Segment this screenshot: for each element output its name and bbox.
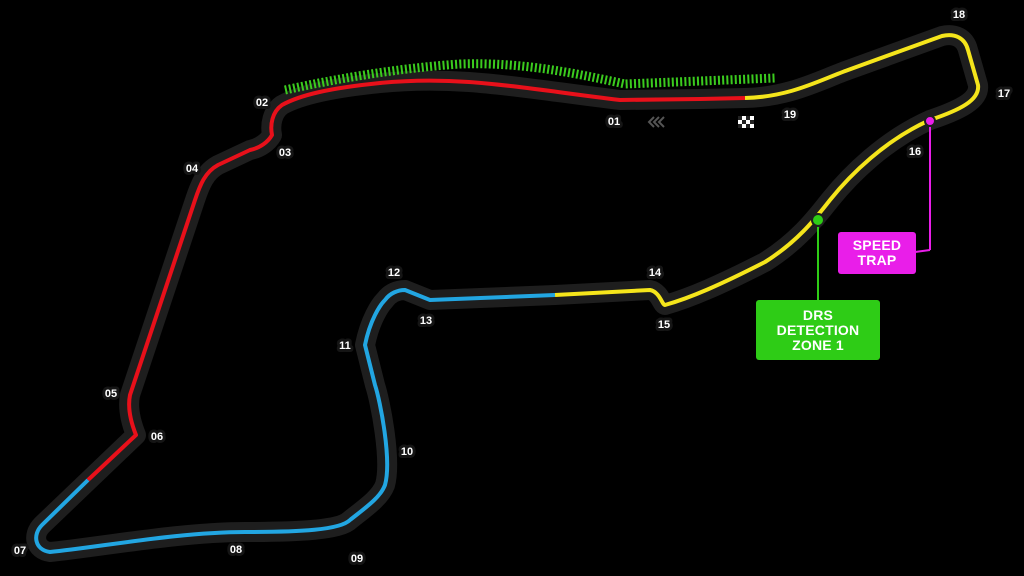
turn-10-label: 10: [401, 446, 413, 458]
turn-12-label: 12: [388, 267, 400, 279]
turn-07-label: 07: [14, 545, 26, 557]
turn-17-label: 17: [998, 88, 1010, 100]
drs-zone: [284, 59, 776, 95]
drs-detection-callout: DRS DETECTION ZONE 1: [756, 300, 880, 360]
turn-14-label: 14: [649, 267, 662, 279]
turn-13-label: 13: [420, 315, 432, 327]
sector-2-path: [34, 288, 556, 554]
turn-01-label: 01: [608, 116, 620, 128]
turn-16-label: 16: [909, 146, 921, 158]
turn-08-label: 08: [230, 544, 242, 556]
drs-detection-marker: [811, 213, 825, 300]
sector-3-path: [554, 33, 981, 307]
sector-1-path: [86, 78, 746, 482]
turn-04-label: 04: [186, 163, 199, 175]
speed-trap-marker: [914, 115, 936, 253]
checkered-flag-icon: [738, 116, 754, 128]
turn-05-label: 05: [105, 388, 117, 400]
turn-06-label: 06: [151, 431, 163, 443]
turn-02-label: 02: [256, 97, 268, 109]
track-casing: [26, 25, 989, 562]
turn-19-label: 19: [784, 109, 796, 121]
turn-18-label: 18: [953, 9, 965, 21]
turn-11-label: 11: [339, 340, 351, 352]
turn-09-label: 09: [351, 553, 363, 565]
direction-chevrons-icon: [647, 116, 665, 128]
speed-trap-callout: SPEED TRAP: [838, 232, 916, 274]
turn-15-label: 15: [658, 319, 670, 331]
turn-03-label: 03: [279, 147, 291, 159]
